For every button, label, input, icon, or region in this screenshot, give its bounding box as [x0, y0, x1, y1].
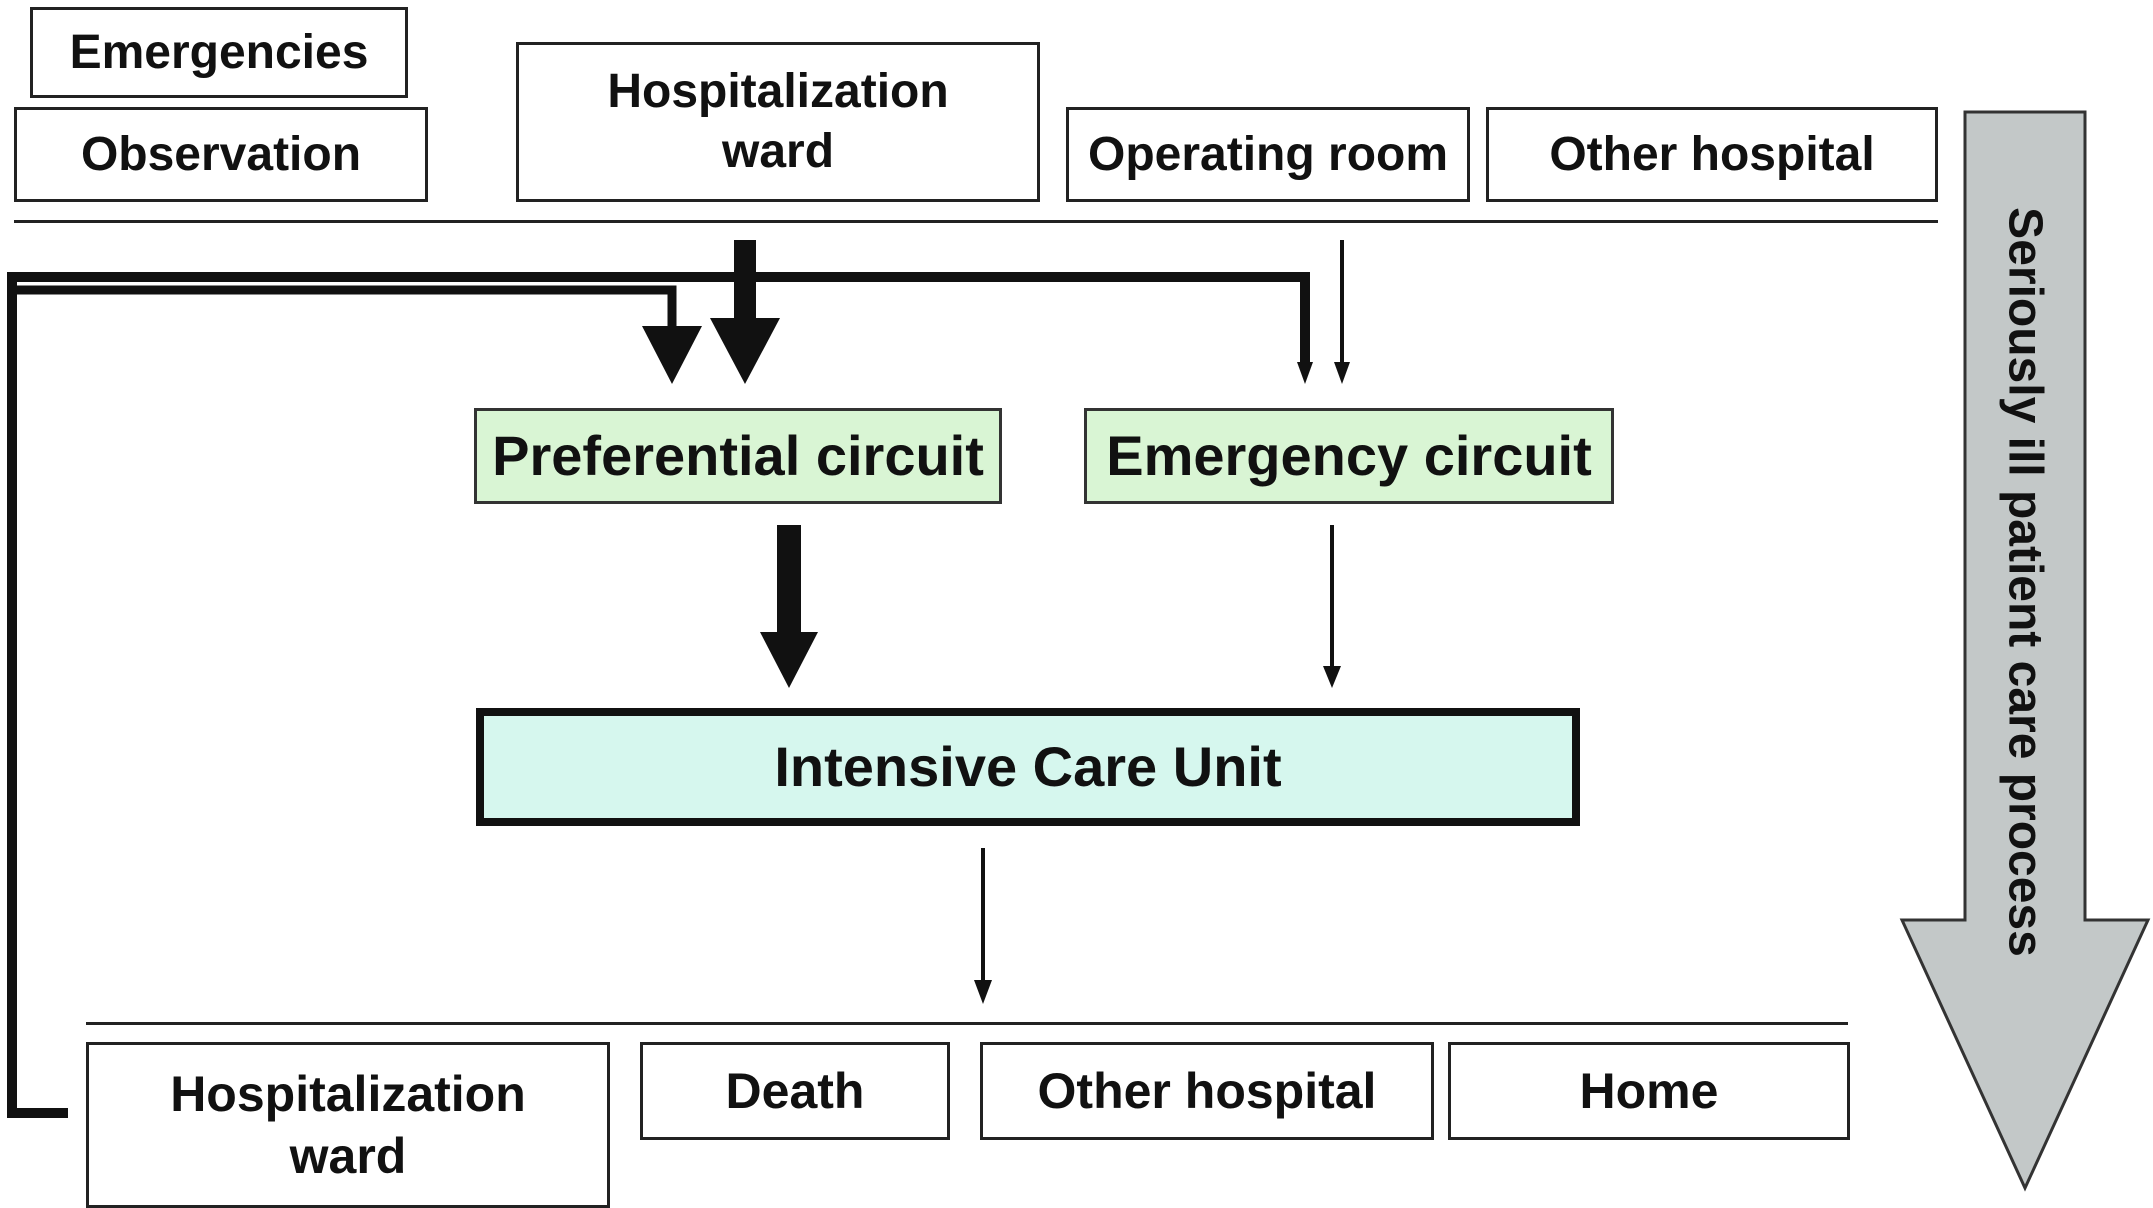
operating-to-emergency-arrowhead [1334, 362, 1350, 384]
destination-death: Death [640, 1042, 950, 1140]
source-operating-room-label: Operating room [1087, 127, 1449, 181]
loop-to-preferential-line [12, 285, 677, 328]
emergency-circuit: Emergency circuit [1084, 408, 1614, 504]
emergency-to-icu-arrowhead [1323, 666, 1341, 688]
destination-death-label: Death [725, 1062, 865, 1119]
top-separator [14, 220, 1938, 223]
source-hospitalization-ward: Hospitalization ward [516, 42, 1040, 202]
loop-to-emergency-arrowhead [1297, 362, 1313, 384]
preferential-to-icu-shaft [777, 525, 801, 635]
ward-to-preferential-shaft [734, 240, 756, 320]
intensive-care-unit: Intensive Care Unit [476, 708, 1580, 826]
preferential-circuit-label: Preferential circuit [492, 424, 984, 487]
loop-to-preferential-arrowhead [642, 326, 702, 384]
destination-hospitalization-ward: Hospitalization ward [86, 1042, 610, 1208]
source-emergencies-label: Emergencies [69, 25, 369, 79]
source-operating-room: Operating room [1066, 107, 1470, 202]
source-other-hospital: Other hospital [1486, 107, 1938, 202]
emergency-circuit-label: Emergency circuit [1106, 424, 1592, 487]
destination-other-hospital-label: Other hospital [1037, 1062, 1377, 1119]
ward-to-preferential-arrowhead [710, 318, 780, 384]
intensive-care-unit-label: Intensive Care Unit [774, 735, 1282, 798]
source-observation: Observation [14, 107, 428, 202]
destination-hospitalization-ward-label: Hospitalization ward [170, 1065, 526, 1185]
bottom-separator [86, 1022, 1848, 1025]
process-label-text: Seriously ill patient care process [1998, 207, 2052, 957]
source-other-hospital-label: Other hospital [1549, 127, 1875, 181]
source-hospitalization-ward-label: Hospitalization ward [607, 65, 949, 178]
destination-home: Home [1448, 1042, 1850, 1140]
destination-home-label: Home [1579, 1062, 1719, 1119]
preferential-circuit: Preferential circuit [474, 408, 1002, 504]
preferential-to-icu-arrowhead [760, 632, 818, 688]
destination-other-hospital: Other hospital [980, 1042, 1434, 1140]
readmission-loop-line [7, 272, 1310, 1118]
process-arrow [1899, 110, 2151, 1192]
icu-to-outcomes-arrowhead [974, 980, 992, 1004]
source-emergencies: Emergencies [30, 7, 408, 98]
source-observation-label: Observation [80, 127, 362, 181]
